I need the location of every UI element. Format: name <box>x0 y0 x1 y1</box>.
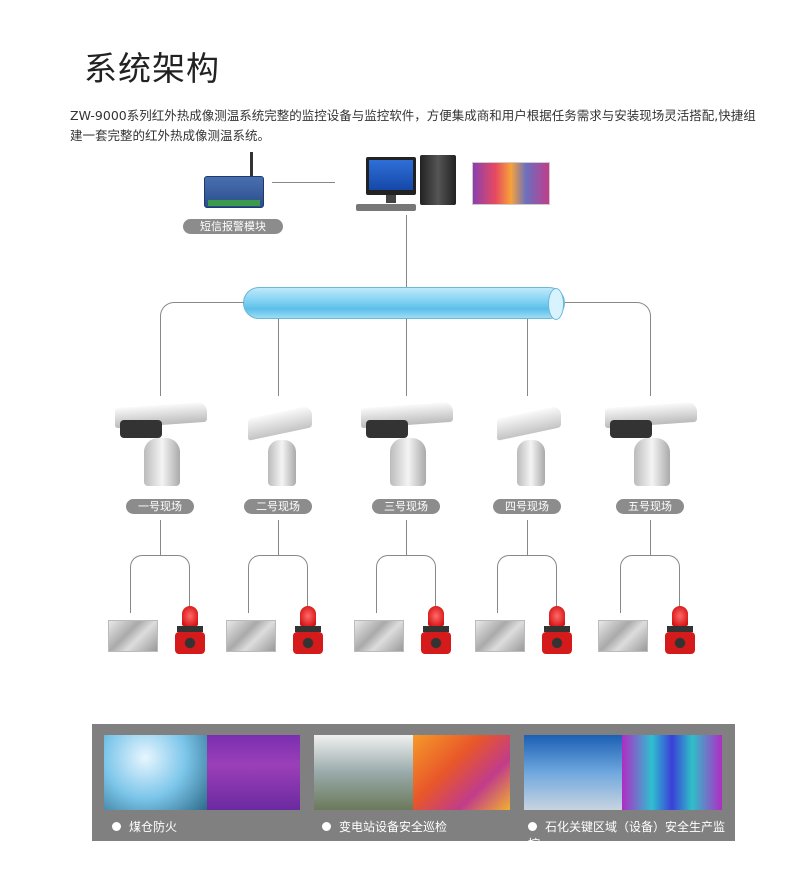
thermal-image-thumbnail <box>598 620 648 652</box>
connector-line <box>527 319 529 396</box>
petrochemical-photo <box>524 735 622 810</box>
sms-module-icon <box>200 152 266 210</box>
alarm-beacon-icon <box>421 606 451 656</box>
application-label: 石化关键区域（设备）安全生产监控 <box>528 818 735 852</box>
description: ZW-9000系列红外热成像测温系统完整的监控设备与监控软件，方便集成商和用户根… <box>70 108 756 143</box>
connector-line <box>650 520 652 556</box>
application-label: 变电站设备安全巡检 <box>322 818 447 835</box>
connector-line <box>406 319 408 396</box>
site-label: 五号现场 <box>616 499 684 514</box>
connector-line <box>565 302 651 396</box>
site-label: 三号现场 <box>372 499 440 514</box>
connector-line <box>376 555 436 613</box>
connector-line <box>272 182 335 184</box>
page-title: 系统架构 <box>84 49 220 88</box>
connector-line <box>620 555 680 613</box>
site-label: 四号现场 <box>493 499 561 514</box>
connector-line <box>527 520 529 556</box>
petrochemical-thermal-image <box>622 735 722 810</box>
thermal-image-thumbnail <box>475 620 525 652</box>
connector-line <box>497 555 557 613</box>
site-label: 二号现场 <box>244 499 312 514</box>
network-bus <box>243 287 565 320</box>
sms-module-label: 短信报警模块 <box>183 219 283 234</box>
thermal-image-thumbnail <box>354 620 404 652</box>
connector-line <box>406 520 408 556</box>
alarm-beacon-icon <box>665 606 695 656</box>
connector-line <box>248 555 308 613</box>
connector-line <box>160 520 162 556</box>
application-label: 煤仓防火 <box>112 818 177 835</box>
connector-line <box>160 302 244 396</box>
alarm-beacon-icon <box>293 606 323 656</box>
connector-line <box>406 215 408 289</box>
connector-line <box>278 520 280 556</box>
connector-line <box>278 319 280 396</box>
substation-photo <box>314 735 413 810</box>
alarm-beacon-icon <box>542 606 572 656</box>
substation-thermal-image <box>413 735 510 810</box>
application-panel: 煤仓防火 变电站设备安全巡检 石化关键区域（设备）安全生产监控 <box>92 724 735 851</box>
software-screen-image <box>472 162 550 205</box>
thermal-image-thumbnail <box>108 620 158 652</box>
computer-icon <box>338 155 460 213</box>
connector-line <box>130 555 190 613</box>
coal-silo-photo <box>104 735 207 810</box>
thermal-image-thumbnail <box>226 620 276 652</box>
coal-silo-thermal-image <box>207 735 300 810</box>
alarm-beacon-icon <box>175 606 205 656</box>
site-label: 一号现场 <box>126 499 194 514</box>
